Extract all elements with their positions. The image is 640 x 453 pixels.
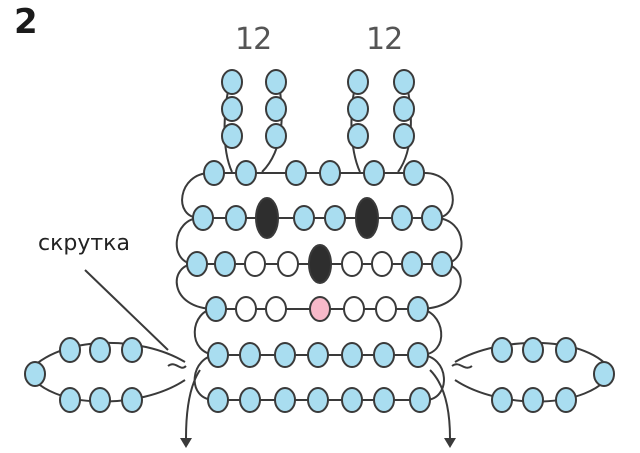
row3-bead	[277, 251, 299, 277]
ear-bead	[265, 123, 287, 149]
row5-bead	[307, 342, 329, 368]
row2-bead	[225, 205, 247, 231]
row5-bead	[373, 342, 395, 368]
mouth-bead	[309, 296, 331, 322]
row6-bead	[274, 387, 296, 413]
right-hand-bead	[593, 361, 615, 387]
row5-bead	[341, 342, 363, 368]
row3-bead	[244, 251, 266, 277]
row3-bead	[401, 251, 423, 277]
row1-bead	[319, 160, 341, 186]
right-hand-bead	[491, 337, 513, 363]
row2-bead	[391, 205, 413, 231]
left-end-wire	[185, 369, 201, 439]
row1-bead	[403, 160, 425, 186]
left-hand-bead	[89, 387, 111, 413]
left-hand-bead	[59, 387, 81, 413]
row6-bead	[307, 387, 329, 413]
ear-bead	[265, 69, 287, 95]
row2-bead	[421, 205, 443, 231]
row4-bead	[343, 296, 365, 322]
row2-bead	[192, 205, 214, 231]
row2-bead	[293, 205, 315, 231]
ear-bead	[221, 69, 243, 95]
right-end-wire	[429, 369, 451, 439]
ear-bead	[347, 96, 369, 122]
ear-bead	[347, 123, 369, 149]
row2-bead	[324, 205, 346, 231]
ear-bead	[393, 69, 415, 95]
left-hand-bead	[59, 337, 81, 363]
row1-bead	[235, 160, 257, 186]
ear-bead	[393, 123, 415, 149]
row5-bead	[239, 342, 261, 368]
right-hand-bead	[555, 387, 577, 413]
twist-label: скрутка	[38, 231, 130, 256]
row4-bead	[265, 296, 287, 322]
beads	[24, 69, 615, 448]
right-hand-bead	[522, 337, 544, 363]
right-hand-bead	[522, 387, 544, 413]
ear-bead	[393, 96, 415, 122]
row4-bead	[235, 296, 257, 322]
ear-bead-count-left: 12	[235, 22, 272, 57]
left-end-arrow	[180, 438, 192, 448]
step-number: 2	[14, 2, 38, 42]
right-twist-wire	[451, 363, 473, 369]
right-hand-bead	[491, 387, 513, 413]
left-hand-bead	[121, 337, 143, 363]
twist-pointer-line	[84, 269, 169, 351]
row4-bead	[407, 296, 429, 322]
right-end-arrow	[444, 438, 456, 448]
ear-bead-count-right: 12	[366, 22, 403, 57]
right-hand-bead	[555, 337, 577, 363]
row6-bead	[207, 387, 229, 413]
ear-bead	[221, 96, 243, 122]
row1-bead	[203, 160, 225, 186]
ear-bead	[221, 123, 243, 149]
left-hand-bead	[24, 361, 46, 387]
row6-bead	[239, 387, 261, 413]
row3-bead	[214, 251, 236, 277]
eye-bead-left	[255, 197, 279, 239]
row6-bead	[373, 387, 395, 413]
eye-bead-right	[355, 197, 379, 239]
row4-bead	[205, 296, 227, 322]
row5-bead	[207, 342, 229, 368]
left-hand-bead	[89, 337, 111, 363]
ear-bead	[265, 96, 287, 122]
row1-bead	[363, 160, 385, 186]
row4-bead	[375, 296, 397, 322]
left-hand-bead	[121, 387, 143, 413]
row5-bead	[274, 342, 296, 368]
left-twist-wire	[167, 363, 187, 369]
row3-bead	[186, 251, 208, 277]
row1-bead	[285, 160, 307, 186]
row6-bead	[409, 387, 431, 413]
row3-bead	[431, 251, 453, 277]
ear-bead	[347, 69, 369, 95]
row5-bead	[407, 342, 429, 368]
row3-bead	[371, 251, 393, 277]
nose-bead	[308, 244, 332, 284]
row6-bead	[341, 387, 363, 413]
row3-bead	[341, 251, 363, 277]
